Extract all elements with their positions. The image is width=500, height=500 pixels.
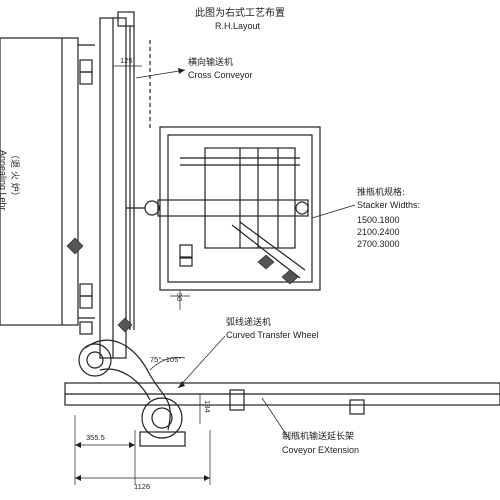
arrowhead (75, 475, 81, 481)
conveyor-head (117, 11, 135, 27)
stacker-label-en: Stacker Widths: (357, 200, 421, 210)
hatch-marker (257, 254, 275, 270)
dim-184-label: 184 (203, 400, 212, 413)
transfer-wheel-lower-hub (151, 407, 173, 429)
hatch-marker (281, 269, 299, 285)
extension-label-en: Coveyor EXtension (282, 445, 360, 455)
arrowhead (204, 475, 210, 481)
stacker-leg (179, 244, 193, 258)
pusher-pivot (144, 200, 160, 216)
pusher-arm (231, 224, 301, 279)
stacker-leg (179, 257, 193, 267)
lehr-body (0, 37, 79, 326)
transfer-wheel-lower (141, 397, 183, 439)
stacker-mechanism (204, 147, 296, 249)
leader-stacker (311, 204, 356, 219)
dim-50-label: 50 (175, 293, 184, 302)
stacker-inner-frame (167, 134, 313, 283)
title-en: R.H.Layout (215, 21, 261, 31)
conveyor-support (349, 399, 365, 415)
extension-label-zh: 制瓶机输送延长架 (282, 432, 355, 442)
hatch-marker (117, 317, 133, 333)
cross-conveyor-label-en: Cross Conveyor (188, 70, 253, 80)
cross-conveyor-label-zh: 横向输送机 (188, 58, 234, 68)
stacker-width-1: 1500.1800 (357, 215, 400, 225)
lehr-label-en: Annealing Lehr (0, 150, 8, 211)
leader-curved-wheel (177, 335, 226, 389)
curved-wheel-label-en: Curved Transfer Wheel (226, 330, 319, 340)
hatch-marker (66, 237, 84, 255)
curved-wheel-label-zh: 弧线递送机 (226, 318, 272, 328)
lehr-bracket (79, 295, 93, 309)
lehr-bracket (79, 283, 93, 297)
wheel-base (139, 431, 186, 447)
dim-1126-label: 1126 (134, 482, 151, 491)
angle-label: 75°~105° (150, 355, 182, 364)
dim-355-label: 355.5 (86, 433, 105, 442)
dim-125-label: 125 (120, 56, 133, 65)
leader-extension (261, 397, 291, 441)
arrowhead (178, 381, 185, 388)
lehr-bracket (79, 71, 93, 85)
conveyor-support (229, 389, 245, 411)
title-zh: 此图为右式工艺布置 (195, 8, 285, 19)
transfer-wheel-upper (78, 343, 112, 377)
arrowhead (75, 442, 81, 448)
lehr-bracket (79, 321, 93, 335)
arrowhead (129, 442, 135, 448)
pusher-arm (239, 221, 306, 271)
curved-transfer-belt (84, 339, 171, 431)
leader-cross-conveyor (135, 69, 186, 79)
transfer-wheel-upper-hub (86, 351, 104, 369)
pusher-bar (157, 199, 309, 217)
arrowhead (178, 68, 185, 74)
stacker-width-2: 2100.2400 (357, 227, 400, 237)
lehr-label-zh: （退 火 炉） (9, 150, 19, 201)
stacker-frame (159, 126, 321, 291)
stacker-label-zh: 推瓶机规格: (357, 188, 406, 198)
pusher-pivot (295, 201, 309, 215)
lehr-bracket (79, 59, 93, 73)
angle-arc (149, 357, 186, 371)
stacker-width-3: 2700.3000 (357, 239, 400, 249)
